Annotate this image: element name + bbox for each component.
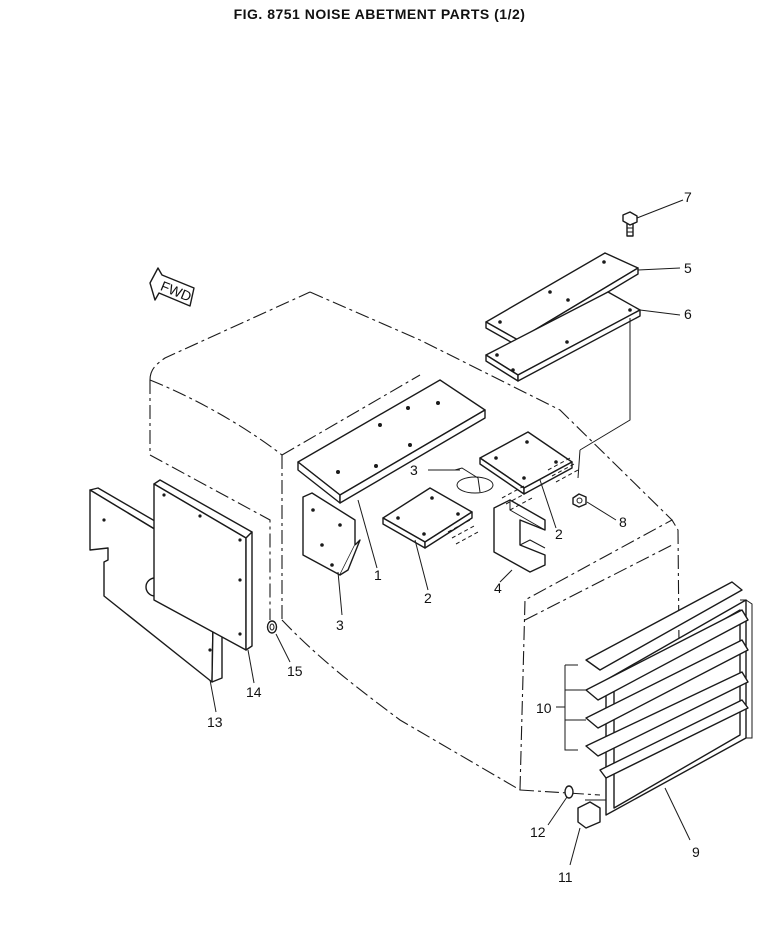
part-11-strip [577,801,601,829]
part-2-plate-a [382,487,473,549]
callout-12: 12 [530,824,546,840]
callout-11: 11 [558,869,573,885]
part-10-louver-blades [585,581,749,779]
callout-4: 4 [494,580,502,596]
part-12-grommet-icon [564,785,574,799]
callout-13: 13 [207,714,223,730]
callout-5: 5 [684,260,692,276]
housing-outline [149,291,681,801]
callout-2a: 2 [424,590,432,606]
callout-7: 7 [684,189,692,205]
part-14-gasket-plate [153,479,253,651]
part-15-grommet-icon [266,620,278,634]
callout-3b: 3 [410,462,418,478]
part-8-nut-icon [572,493,587,508]
part-3-side-bracket [302,492,361,576]
forward-arrow-icon: FWD [149,267,195,307]
callout-6: 6 [684,306,692,322]
callout-9: 9 [692,844,700,860]
callout-14: 14 [246,684,262,700]
callout-10: 10 [536,700,552,716]
part-4-c-block [493,499,546,573]
leader-lines [209,199,691,866]
callout-2b: 2 [555,526,563,542]
part-7-bolt-icon [622,211,638,237]
part-1-top-plate [297,379,486,504]
callout-3a: 3 [336,617,344,633]
callout-1: 1 [374,567,382,583]
callout-labels: 7 5 6 8 1 2 2 3 3 4 10 9 12 11 13 14 15 [207,189,700,885]
part-2-plate-b [479,431,573,495]
part-3-upper-pad [454,467,494,494]
figure-title: FIG. 8751 NOISE ABETMENT PARTS (1/2) [233,6,526,22]
callout-15: 15 [287,663,303,679]
callout-8: 8 [619,514,627,530]
